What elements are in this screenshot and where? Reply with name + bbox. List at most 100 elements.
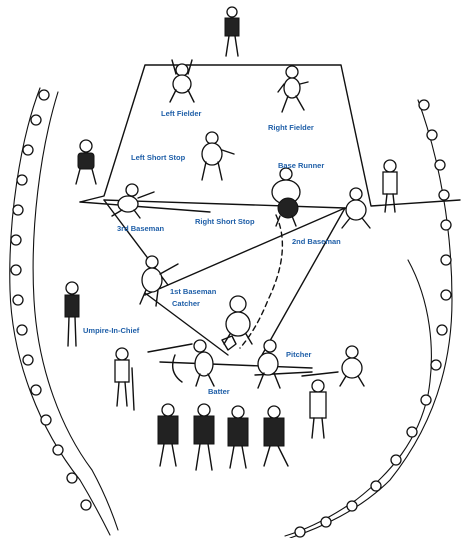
bench-player-figure bbox=[227, 405, 249, 469]
left-crowd-outline bbox=[9, 87, 111, 536]
crowd-head bbox=[52, 444, 64, 456]
legs bbox=[339, 375, 365, 387]
chest-protector bbox=[225, 311, 251, 337]
crowd-head bbox=[440, 254, 452, 266]
bench-player-figure bbox=[263, 405, 289, 467]
umpire-in-chief-figure bbox=[64, 281, 80, 347]
left-short-stop-figure bbox=[201, 131, 235, 181]
base-umpire-figure bbox=[75, 139, 97, 185]
crowd-head bbox=[390, 454, 402, 466]
base-line-first-to-home bbox=[144, 292, 229, 356]
crowd-head bbox=[440, 289, 452, 301]
crowd-head bbox=[434, 159, 446, 171]
left-fielder-figure bbox=[169, 59, 195, 103]
striped-shirt bbox=[64, 294, 80, 318]
crowd-head bbox=[12, 204, 24, 216]
base-line-second-to-pitcher bbox=[261, 207, 346, 356]
crowd-head bbox=[406, 426, 418, 438]
label-base-runner: Base Runner bbox=[278, 161, 324, 170]
crowd-head bbox=[22, 354, 34, 366]
crowd-head bbox=[320, 516, 332, 528]
striped-shirt bbox=[157, 415, 179, 445]
crowd-head bbox=[16, 174, 28, 186]
body bbox=[141, 267, 163, 293]
reaching-arm bbox=[159, 263, 179, 275]
arms bbox=[277, 81, 309, 93]
bat bbox=[301, 371, 339, 377]
crowd-head bbox=[80, 499, 92, 511]
crowd-head bbox=[294, 526, 306, 538]
head bbox=[161, 403, 175, 417]
field-umpire-figure bbox=[224, 6, 240, 57]
crowd-head bbox=[16, 324, 28, 336]
runner-path bbox=[239, 214, 284, 349]
body bbox=[117, 195, 139, 213]
legs bbox=[111, 209, 141, 219]
crowd-head bbox=[420, 394, 432, 406]
head bbox=[285, 65, 299, 79]
label-right-fielder: Right Fielder bbox=[268, 123, 314, 132]
bat bbox=[131, 367, 135, 411]
legs bbox=[263, 445, 289, 467]
batter-figure bbox=[147, 339, 215, 387]
leg bbox=[225, 35, 230, 57]
body bbox=[382, 171, 398, 195]
crowd-head bbox=[430, 359, 442, 371]
position-labels: Left Fielder Right Fielder Left Short St… bbox=[83, 109, 341, 396]
crowd-head bbox=[10, 264, 22, 276]
leg bbox=[234, 35, 239, 57]
bench-group bbox=[157, 403, 289, 471]
head bbox=[175, 63, 189, 77]
label-catcher: Catcher bbox=[172, 299, 200, 308]
head bbox=[226, 6, 238, 18]
first-baseman-figure bbox=[139, 255, 179, 307]
head bbox=[205, 131, 219, 145]
dark-jacket bbox=[77, 152, 95, 170]
legs bbox=[229, 445, 247, 469]
left-crowd bbox=[9, 87, 119, 536]
head bbox=[345, 345, 359, 359]
label-second-baseman: 2nd Baseman bbox=[292, 237, 341, 246]
dark-jacket bbox=[277, 197, 299, 219]
label-first-baseman: 1st Baseman bbox=[170, 287, 217, 296]
body bbox=[114, 359, 130, 383]
crowd-head bbox=[436, 324, 448, 336]
pitcher-figure bbox=[257, 339, 281, 389]
player-raising-bat-figure bbox=[301, 371, 339, 439]
player-with-bat-figure bbox=[114, 347, 135, 411]
head bbox=[65, 281, 79, 295]
striped-shirt bbox=[263, 417, 285, 447]
arms bbox=[221, 149, 235, 155]
label-umpire-in-chief: Umpire-In-Chief bbox=[83, 326, 140, 335]
third-baseman-figure bbox=[111, 183, 155, 219]
head bbox=[383, 159, 397, 173]
crowd-head bbox=[370, 480, 382, 492]
legs bbox=[195, 443, 213, 471]
legs bbox=[195, 373, 215, 387]
crouching-player-figure bbox=[339, 345, 365, 387]
right-fielder-figure bbox=[277, 65, 309, 113]
crowd-head bbox=[30, 114, 42, 126]
body bbox=[257, 352, 279, 376]
head bbox=[115, 347, 129, 361]
right-crowd bbox=[284, 99, 453, 538]
left-crowd-heads bbox=[10, 89, 92, 511]
base-line-third-to-second bbox=[103, 199, 346, 209]
batters-box-arc bbox=[172, 354, 183, 383]
label-pitcher: Pitcher bbox=[286, 350, 312, 359]
legs bbox=[281, 95, 305, 113]
base-line-second-to-first bbox=[144, 207, 346, 296]
right-crowd-inner-outline bbox=[284, 259, 432, 537]
body bbox=[194, 351, 214, 377]
legs bbox=[384, 193, 396, 213]
home-plate-line bbox=[159, 361, 313, 369]
head bbox=[125, 183, 139, 197]
raised-arms bbox=[171, 59, 193, 75]
left-crowd-inner-outline bbox=[32, 91, 119, 531]
crowd-head bbox=[418, 99, 430, 111]
body bbox=[172, 74, 192, 94]
legs bbox=[75, 168, 97, 185]
bench-player-figure bbox=[157, 403, 179, 467]
bat bbox=[147, 343, 193, 353]
